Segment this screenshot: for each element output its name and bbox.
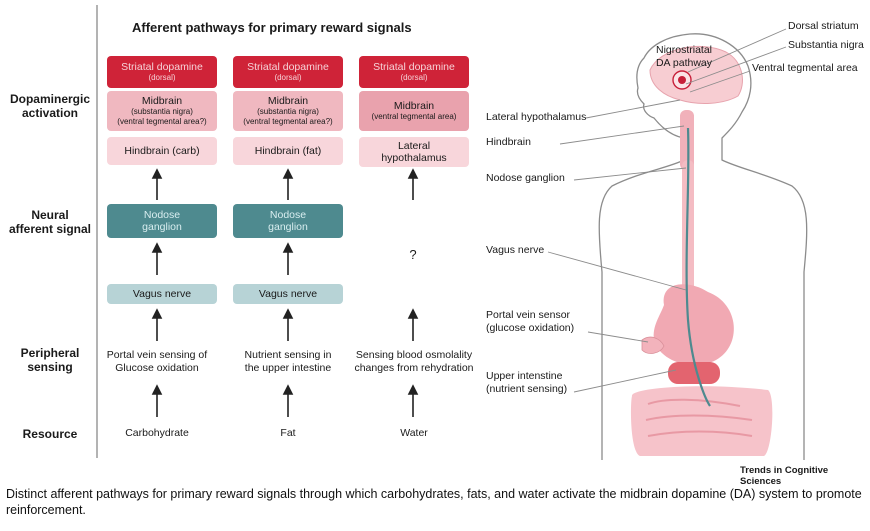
row-label-resource: Resource — [22, 427, 78, 441]
label-upper-intestine: Upper intenstine (nutrient sensing) — [486, 370, 567, 396]
midbrain-box: Midbrain (ventral tegmental area) — [359, 91, 469, 131]
sensing-line2: changes from rehydration — [354, 362, 474, 374]
row-label-dopaminergic: Dopaminergic activation — [9, 92, 90, 120]
striatal-sub: (dorsal) — [148, 73, 176, 82]
figure-title: Afferent pathways for primary reward sig… — [132, 20, 412, 35]
label-vta: Ventral tegmental area — [752, 62, 858, 74]
vagus-nerve-box: Vagus nerve — [233, 284, 343, 304]
label-nodose: Nodose ganglion — [486, 172, 565, 184]
midbrain-sub1: (substantia nigra) — [131, 107, 193, 116]
striatal-label: Striatal dopamine — [373, 61, 455, 73]
pancreas-shape — [668, 362, 720, 384]
stomach-shape — [653, 284, 734, 366]
resource-label: Fat — [280, 427, 296, 439]
vagus-label: Vagus nerve — [258, 288, 318, 300]
label-vagus: Vagus nerve — [486, 244, 545, 256]
hindbrain-box: Hindbrain (fat) — [233, 137, 343, 165]
label-substantia-nigra: Substantia nigra — [788, 39, 864, 51]
upper-line2: (nutrient sensing) — [486, 383, 568, 395]
leader-lines — [547, 28, 787, 393]
midbrain-box: Midbrain (substantia nigra) (ventral teg… — [107, 91, 217, 131]
row-label-peripheral: Peripheral sensing — [20, 346, 80, 374]
midbrain-sub2: (ventral tegmental area?) — [243, 117, 333, 126]
sensing-line2: Glucose oxidation — [115, 362, 199, 374]
vagus-label: Vagus nerve — [132, 288, 192, 300]
sensing-line1: Portal vein sensing of — [106, 349, 208, 361]
journal-credit: Trends in Cognitive Sciences — [740, 465, 829, 487]
sensing-text: Sensing blood osmolality changes from re… — [350, 349, 478, 375]
pathway-line1: Nigrostriatal — [655, 44, 713, 56]
body-illustration — [598, 33, 808, 460]
arrows — [151, 168, 419, 417]
striatal-sub: (dorsal) — [274, 73, 302, 82]
hindbrain-label: Hindbrain (fat) — [254, 145, 322, 157]
label-hindbrain: Hindbrain — [486, 136, 531, 148]
figure-caption: Distinct afferent pathways for primary r… — [6, 487, 862, 517]
midbrain-label: Midbrain — [393, 100, 435, 112]
brain-shape — [649, 45, 743, 104]
label-portal-vein: Portal vein sensor (glucose oxidation) — [486, 309, 574, 335]
label-nigrostriatal: Nigrostriatal DA pathway — [652, 44, 716, 70]
midbrain-box: Midbrain (substantia nigra) (ventral teg… — [233, 91, 343, 131]
sensing-line1: Nutrient sensing in — [244, 349, 332, 361]
sensing-text: Nutrient sensing in the upper intestine — [226, 349, 350, 375]
nodose-label: Nodose ganglion — [268, 209, 308, 233]
striatal-label: Striatal dopamine — [121, 61, 203, 73]
brainstem-shape — [680, 110, 694, 170]
hypothalamus-line2: hypothalamus — [381, 152, 447, 164]
midbrain-sub1: (substantia nigra) — [257, 107, 319, 116]
nigra-dot — [678, 76, 686, 84]
vagus-nerve-box: Vagus nerve — [107, 284, 217, 304]
striatal-dopamine-box: Striatal dopamine (dorsal) — [107, 56, 217, 88]
pathway-line2: DA pathway — [655, 57, 713, 69]
resource-label: Carbohydrate — [125, 427, 189, 439]
hypothalamus-line1: Lateral — [397, 140, 431, 152]
resource-label: Water — [400, 427, 428, 439]
striatal-sub: (dorsal) — [400, 73, 428, 82]
hindbrain-box: Hindbrain (carb) — [107, 137, 217, 165]
nodose-ganglion-box: Nodose ganglion — [233, 204, 343, 238]
upper-line1: Upper intenstine — [486, 370, 563, 382]
intestine-loops — [645, 398, 753, 437]
striatal-label: Striatal dopamine — [247, 61, 329, 73]
unknown-signal-mark: ? — [409, 247, 417, 262]
sensing-text: Portal vein sensing of Glucose oxidation — [96, 349, 218, 375]
striatal-dopamine-box: Striatal dopamine (dorsal) — [233, 56, 343, 88]
nodose-label: Nodose ganglion — [142, 209, 182, 233]
vagus-path — [685, 127, 711, 407]
label-dorsal-striatum: Dorsal striatum — [788, 20, 859, 32]
midbrain-sub2: (ventral tegmental area?) — [117, 117, 207, 126]
portal-line1: Portal vein sensor — [486, 309, 571, 321]
portal-vein-shape — [641, 336, 665, 354]
portal-line2: (glucose oxidation) — [486, 322, 575, 334]
hindbrain-label: Hindbrain (carb) — [124, 145, 200, 157]
sensing-line1: Sensing blood osmolality — [355, 349, 473, 361]
intestine-shape — [630, 386, 773, 456]
midbrain-label: Midbrain — [267, 95, 309, 107]
striatal-dopamine-box: Striatal dopamine (dorsal) — [359, 56, 469, 88]
sensing-line2: the upper intestine — [244, 362, 332, 374]
nodose-ganglion-box: Nodose ganglion — [107, 204, 217, 238]
midbrain-sub1: (ventral tegmental area) — [371, 112, 457, 121]
midbrain-label: Midbrain — [141, 95, 183, 107]
lateral-hypothalamus-box: Lateral hypothalamus — [359, 137, 469, 167]
row-label-neural: Neural afferent signal — [8, 208, 92, 236]
label-lateral-hypothalamus: Lateral hypothalamus — [486, 111, 587, 123]
